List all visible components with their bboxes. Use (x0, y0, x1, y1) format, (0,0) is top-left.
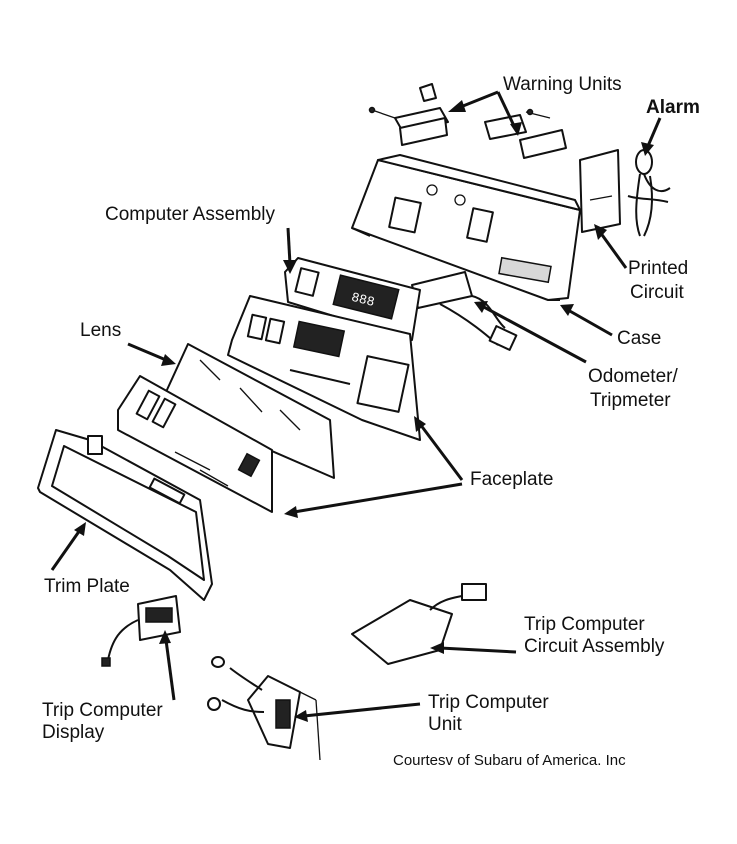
label-trip-computer-unit-line1: Trip Computer (428, 692, 549, 713)
alarm-component (627, 149, 671, 237)
label-printed-circuit-line2: Circuit (630, 282, 684, 303)
instrument-case (351, 154, 581, 301)
label-trip-computer-circuit-line2: Circuit Assembly (524, 636, 665, 657)
faceplate-upper (227, 295, 421, 441)
warning-unit-left (368, 83, 449, 146)
label-trip-computer-unit-line2: Unit (428, 714, 462, 735)
label-odometer-line1: Odometer/ (588, 366, 678, 387)
label-alarm: Alarm (646, 97, 700, 118)
label-trip-computer-circuit-line1: Trip Computer (524, 614, 645, 635)
label-trip-computer-display-line2: Display (42, 722, 105, 743)
label-odometer-line2: Tripmeter (590, 390, 671, 411)
leader-arrows (50, 90, 662, 722)
warning-unit-right (484, 108, 567, 159)
trim-plate (37, 429, 213, 601)
label-warning-units: Warning Units (503, 74, 622, 95)
computer-display-readout: 888 (350, 290, 376, 310)
trip-computer-unit (207, 656, 321, 761)
label-lens: Lens (80, 320, 122, 341)
label-faceplate: Faceplate (470, 469, 554, 490)
label-case: Case (617, 328, 662, 349)
courtesy-credit: Courtesv of Subaru of America. Inc (393, 752, 626, 769)
computer-assembly-board: 888 (284, 257, 421, 341)
label-trim-plate: Trim Plate (44, 576, 130, 597)
trip-computer-display-unit (101, 595, 181, 667)
faceplate-lower (117, 375, 273, 513)
trip-computer-circuit-assembly (351, 583, 487, 665)
label-printed-circuit-line1: Printed (628, 258, 689, 279)
label-trip-computer-display-line1: Trip Computer (42, 700, 163, 721)
printed-circuit-board (579, 149, 621, 233)
label-computer-assembly: Computer Assembly (105, 204, 276, 225)
